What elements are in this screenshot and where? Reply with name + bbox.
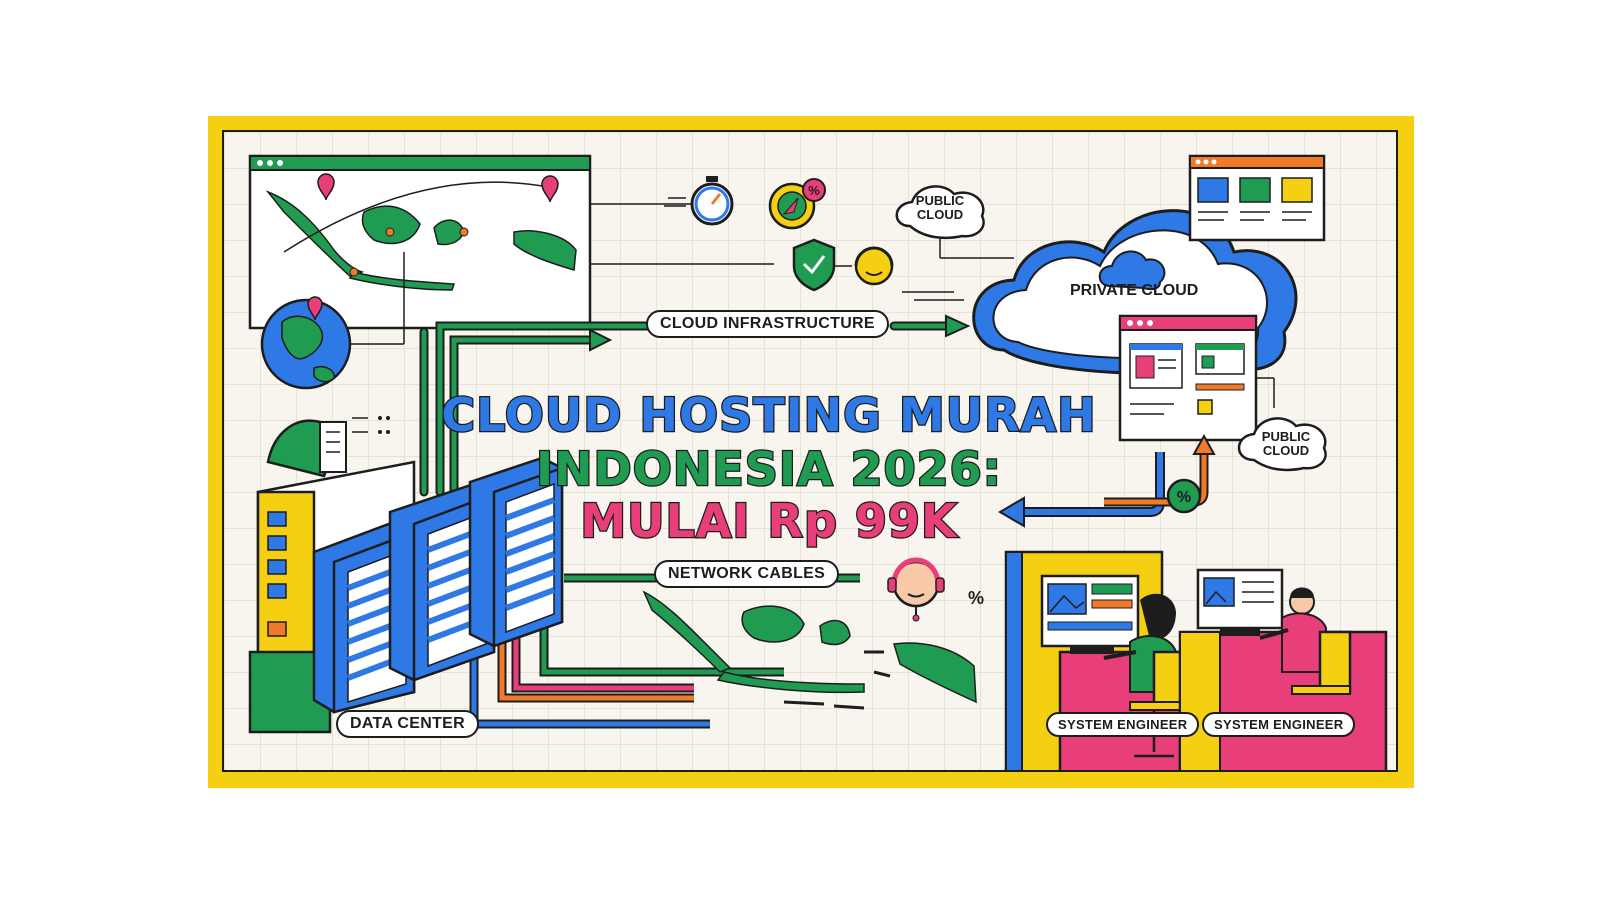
public-cloud-right-label: PUBLIC CLOUD [1258,430,1314,458]
cloud-icon [895,185,985,240]
workstation-1 [1004,550,1188,770]
diagram-canvas: % [222,130,1398,772]
browser-window-icon [1188,154,1326,242]
monitor-icon [1040,574,1140,648]
compass-discount-icon: % [768,178,826,230]
globe-icon [260,296,352,390]
title-line-1: CLOUD HOSTING MURAH [440,387,1097,444]
title-line-3: MULAI Rp 99K [579,493,958,550]
public-cloud-top-line-2: CLOUD [916,207,964,222]
data-center-label: DATA CENTER [336,710,479,738]
title-line-2: INDONESIA 2026: [535,441,1003,498]
workstation-2 [1178,568,1388,770]
svg-text:%: % [808,183,820,198]
system-engineer-label-2: SYSTEM ENGINEER [1202,712,1356,737]
shield-check-icon [792,238,836,292]
percent-small-text: % [968,588,984,608]
stopwatch-icon [664,176,734,226]
public-cloud-top-line-1: PUBLIC [915,193,965,208]
system-engineer-label-1: SYSTEM ENGINEER [1046,712,1200,737]
public-cloud-top-label: PUBLIC CLOUD [914,194,966,222]
public-cloud-right-line-2: CLOUD [1262,443,1310,458]
poster-frame: % [208,116,1414,788]
support-agent-icon [854,246,894,286]
location-pin-icon [317,173,559,203]
monitor-icon [1196,568,1284,630]
browser-window-icon [1118,314,1258,442]
indonesia-map-icon [642,590,977,710]
illustration: % [248,154,1388,770]
network-pipes [419,321,955,497]
public-cloud-right-line-1: PUBLIC [1261,429,1311,444]
server-rack-icon [468,456,564,648]
network-cables-label: NETWORK CABLES [654,560,840,588]
percent-badge-text: % [1177,489,1191,506]
headset-agent-icon: % [887,557,984,622]
discount-badge-icon: % [1166,478,1202,514]
cloud-icon [1237,417,1327,472]
private-cloud-label: PRIVATE CLOUD [1070,282,1199,299]
cloud-infrastructure-label: CLOUD INFRASTRUCTURE [646,310,889,338]
